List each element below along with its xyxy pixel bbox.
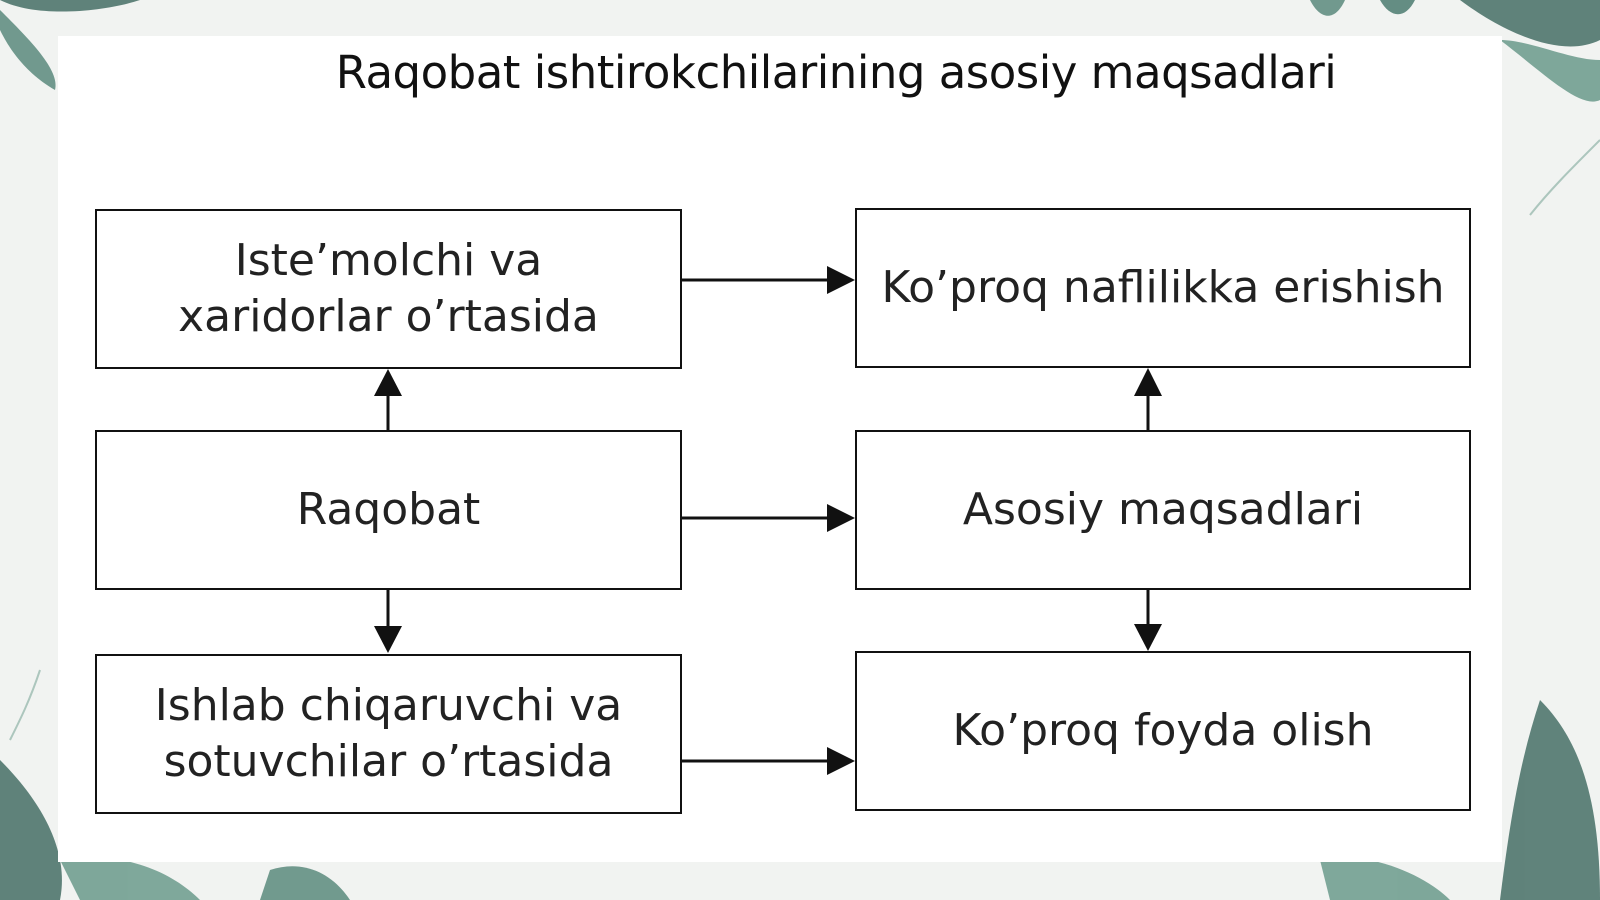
leaf-bottom-right (1500, 700, 1600, 900)
node-consumers: Iste’molchi va xaridorlar o’rtasida (95, 209, 682, 369)
leaf-bottom-left (0, 760, 62, 900)
leaf-top-right (1460, 0, 1600, 47)
leaf-top-left-2 (0, 10, 56, 90)
leaf-bottom-left-2 (60, 857, 200, 900)
node-consumers-label: Iste’molchi va xaridorlar o’rtasida (178, 235, 599, 342)
page-title: Raqobat ishtirokchilarining asosiy maqsa… (335, 46, 1337, 99)
node-utility: Ko’proq naflilikka erishish (855, 208, 1471, 368)
leaf-top-left (0, 0, 140, 12)
leaf-top-right-2 (1500, 40, 1600, 102)
node-profit: Ko’proq foyda olish (855, 651, 1471, 811)
vine-left (9, 669, 41, 741)
vine-right (1529, 139, 1600, 216)
node-profit-label: Ko’proq foyda olish (952, 705, 1374, 756)
node-utility-label: Ko’proq naflilikka erishish (881, 262, 1445, 313)
leaf-bottom-right-2 (1320, 857, 1450, 900)
leaf-top-small-2 (1380, 0, 1415, 15)
node-competition-label: Raqobat (296, 484, 481, 535)
node-main-goals-label: Asosiy maqsadlari (962, 484, 1364, 535)
leaf-top-small (1310, 0, 1345, 16)
node-producers-label: Ishlab chiqaruvchi va sotuvchilar o’rtas… (154, 680, 623, 787)
node-main-goals: Asosiy maqsadlari (855, 430, 1471, 590)
leaf-bottom-mid (260, 866, 350, 900)
node-competition: Raqobat (95, 430, 682, 590)
node-producers: Ishlab chiqaruvchi va sotuvchilar o’rtas… (95, 654, 682, 814)
